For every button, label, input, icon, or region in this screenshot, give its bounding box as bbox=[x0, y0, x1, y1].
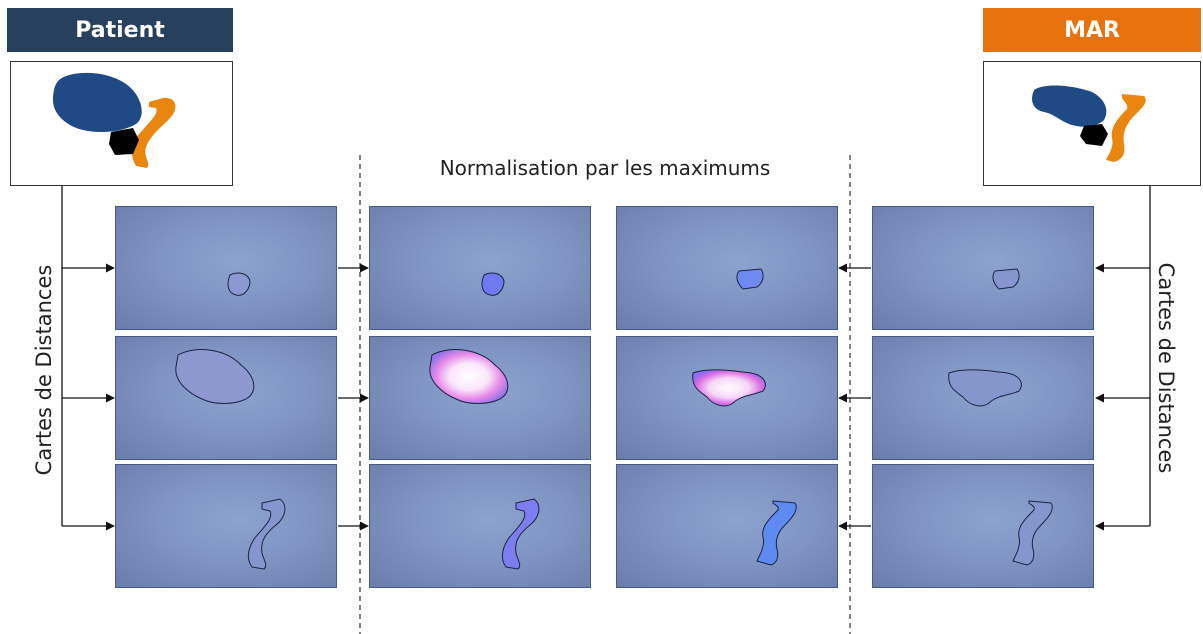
mar-black-region bbox=[1080, 124, 1108, 146]
patient-header: Patient bbox=[7, 8, 233, 52]
patient-segmentation-image bbox=[10, 61, 233, 186]
mar-blue-region bbox=[1032, 85, 1107, 127]
right-distance-maps-label: Cartes de Distances bbox=[1154, 262, 1178, 474]
mar-normalized-map-row3 bbox=[616, 464, 838, 588]
patient-normalized-map-row3 bbox=[369, 464, 591, 588]
mar-orange-region bbox=[1106, 94, 1146, 162]
patient-header-label: Patient bbox=[75, 17, 165, 43]
patient-blue-region bbox=[53, 72, 142, 132]
patient-normalized-map-row1 bbox=[369, 206, 591, 330]
patient-distance-map-row3 bbox=[115, 464, 337, 588]
left-distance-maps-label: Cartes de Distances bbox=[32, 264, 56, 476]
patient-black-region bbox=[109, 128, 139, 155]
patient-distance-map-row1 bbox=[115, 206, 337, 330]
mar-header-label: MAR bbox=[1064, 17, 1120, 43]
mar-distance-map-row1 bbox=[872, 206, 1094, 330]
patient-distance-map-row2 bbox=[115, 336, 337, 460]
mar-segmentation-image bbox=[983, 61, 1201, 186]
mar-normalized-map-row1 bbox=[616, 206, 838, 330]
mar-distance-map-row3 bbox=[872, 464, 1094, 588]
normalization-title: Normalisation par les maximums bbox=[439, 156, 771, 180]
patient-orange-region bbox=[131, 97, 176, 168]
mar-distance-map-row2 bbox=[872, 336, 1094, 460]
mar-normalized-map-row2 bbox=[616, 336, 838, 460]
mar-header: MAR bbox=[983, 8, 1201, 52]
patient-normalized-map-row2 bbox=[369, 336, 591, 460]
